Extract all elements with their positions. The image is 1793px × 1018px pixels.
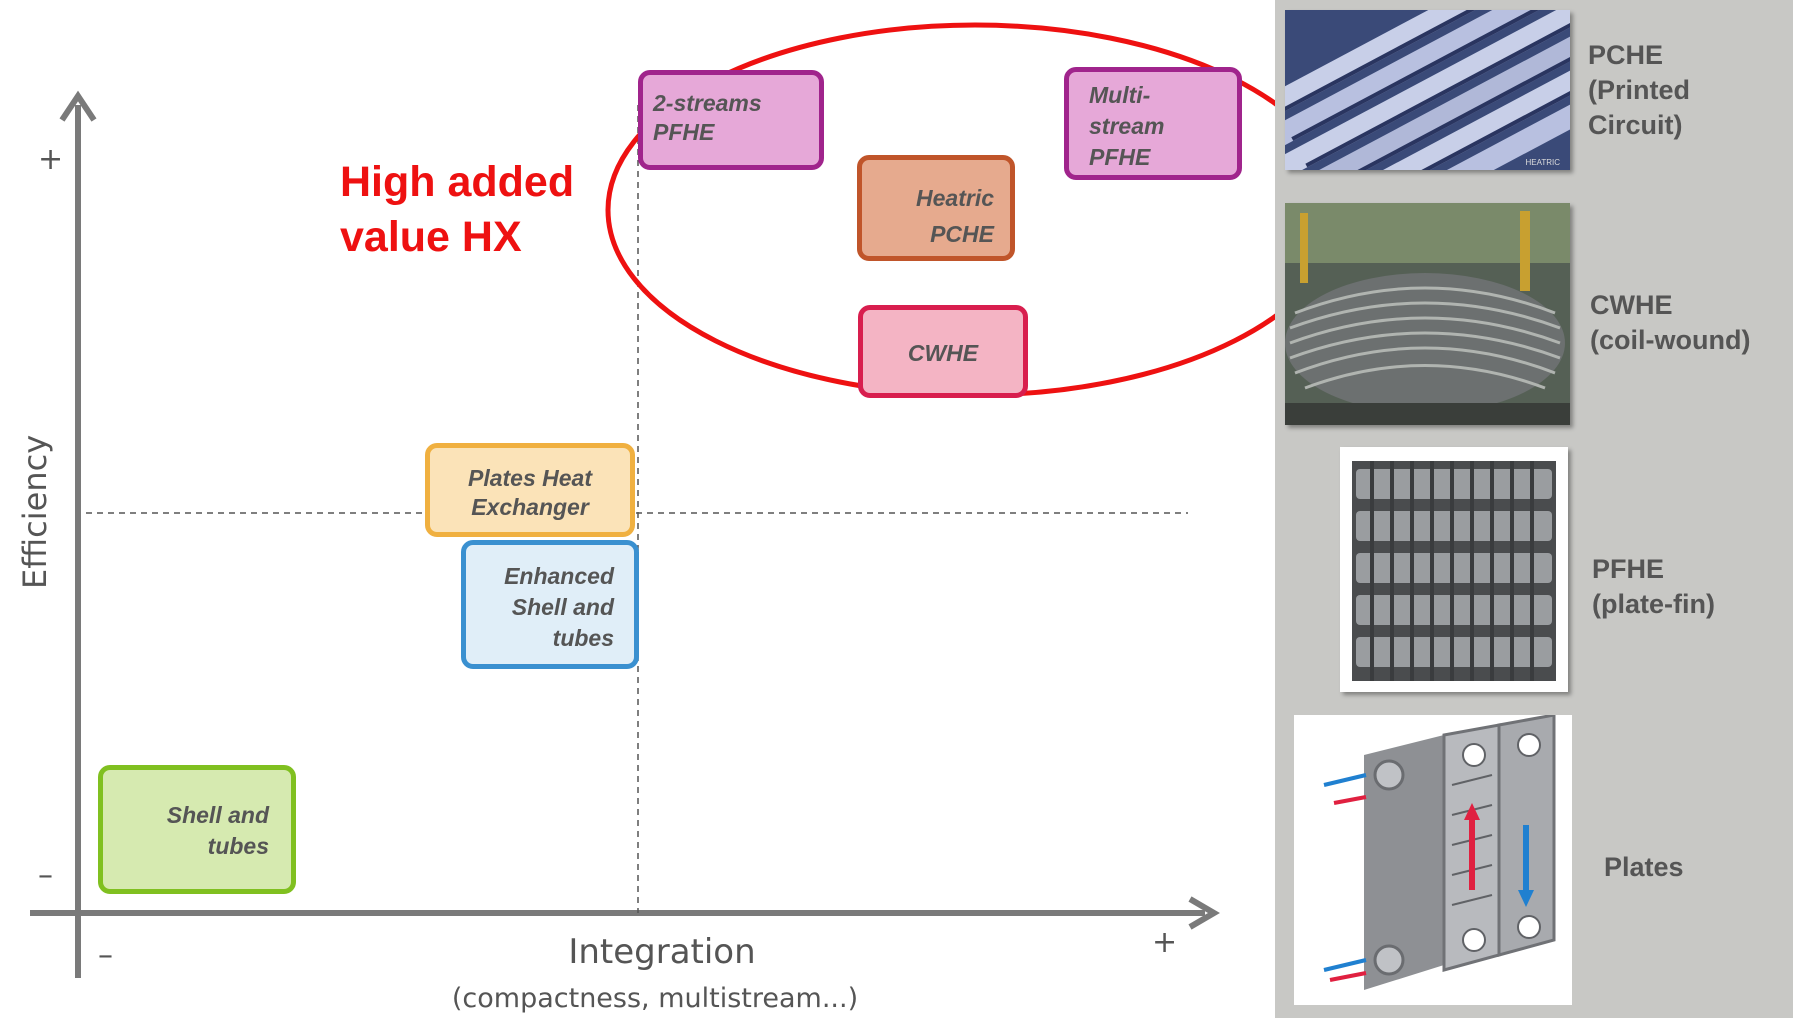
heatric-line1: Heatric xyxy=(916,185,994,211)
x-axis-plus: + xyxy=(1152,925,1178,960)
enhanced-line3: tubes xyxy=(552,625,614,651)
y-axis-label: Efficiency xyxy=(16,434,54,589)
photo-caption: HEATRIC xyxy=(1525,158,1560,167)
two-streams-line2: PFHE xyxy=(653,119,715,145)
plates-photo xyxy=(1294,715,1572,1005)
cwhe-box: CWHE xyxy=(858,305,1028,398)
shell-line2: tubes xyxy=(207,833,269,859)
plates-label: Plates xyxy=(1604,852,1684,882)
high-value-title-line2: value HX xyxy=(340,213,522,261)
pche-label-2: (Printed xyxy=(1588,75,1691,105)
x-axis-minus: – xyxy=(98,938,113,973)
shell-and-tubes-box: Shell and tubes xyxy=(98,765,296,894)
two-streams-line1: 2-streams xyxy=(653,90,762,116)
x-axis-arrowhead xyxy=(1188,896,1220,930)
heatric-pche-box: Heatric PCHE xyxy=(857,155,1015,261)
plates-line1: Plates Heat xyxy=(467,465,592,491)
multi-stream-pfhe-box: Multi- stream PFHE xyxy=(1064,67,1242,180)
shell-line1: Shell and xyxy=(166,802,269,828)
pche-photo: HEATRIC xyxy=(1285,10,1570,170)
cwhe-label: CWHE xyxy=(907,340,979,366)
cwhe-photo xyxy=(1285,203,1570,425)
two-streams-pfhe-box: 2-streams PFHE xyxy=(638,70,824,170)
x-axis-label: Integration xyxy=(568,932,756,972)
multi-stream-line2: stream xyxy=(1089,113,1165,139)
plates-line2: Exchanger xyxy=(471,494,589,520)
enhanced-line1: Enhanced xyxy=(504,563,614,589)
cwhe-label-1: CWHE xyxy=(1590,290,1673,320)
pche-label-1: PCHE xyxy=(1588,40,1664,70)
cwhe-label-2: (coil-wound) xyxy=(1590,325,1751,355)
pche-label-3: Circuit) xyxy=(1588,110,1683,140)
multi-stream-line3: PFHE xyxy=(1089,144,1151,170)
multi-stream-line1: Multi- xyxy=(1089,82,1151,108)
y-axis-plus: + xyxy=(38,142,64,177)
x-axis-sublabel: (compactness, multistream...) xyxy=(451,983,859,1014)
pfhe-label-1: PFHE xyxy=(1592,554,1665,584)
pfhe-label-2: (plate-fin) xyxy=(1592,589,1715,619)
enhanced-shell-tubes-box: Enhanced Shell and tubes xyxy=(461,540,639,669)
plates-heat-exchanger-box: Plates Heat Exchanger xyxy=(425,443,635,537)
enhanced-line2: Shell and xyxy=(511,594,614,620)
heatric-line2: PCHE xyxy=(930,221,994,247)
y-axis-minus: – xyxy=(38,858,53,893)
high-value-title-line1: High added xyxy=(340,158,575,206)
pfhe-photo xyxy=(1340,447,1568,692)
y-axis-arrowhead xyxy=(59,90,97,122)
